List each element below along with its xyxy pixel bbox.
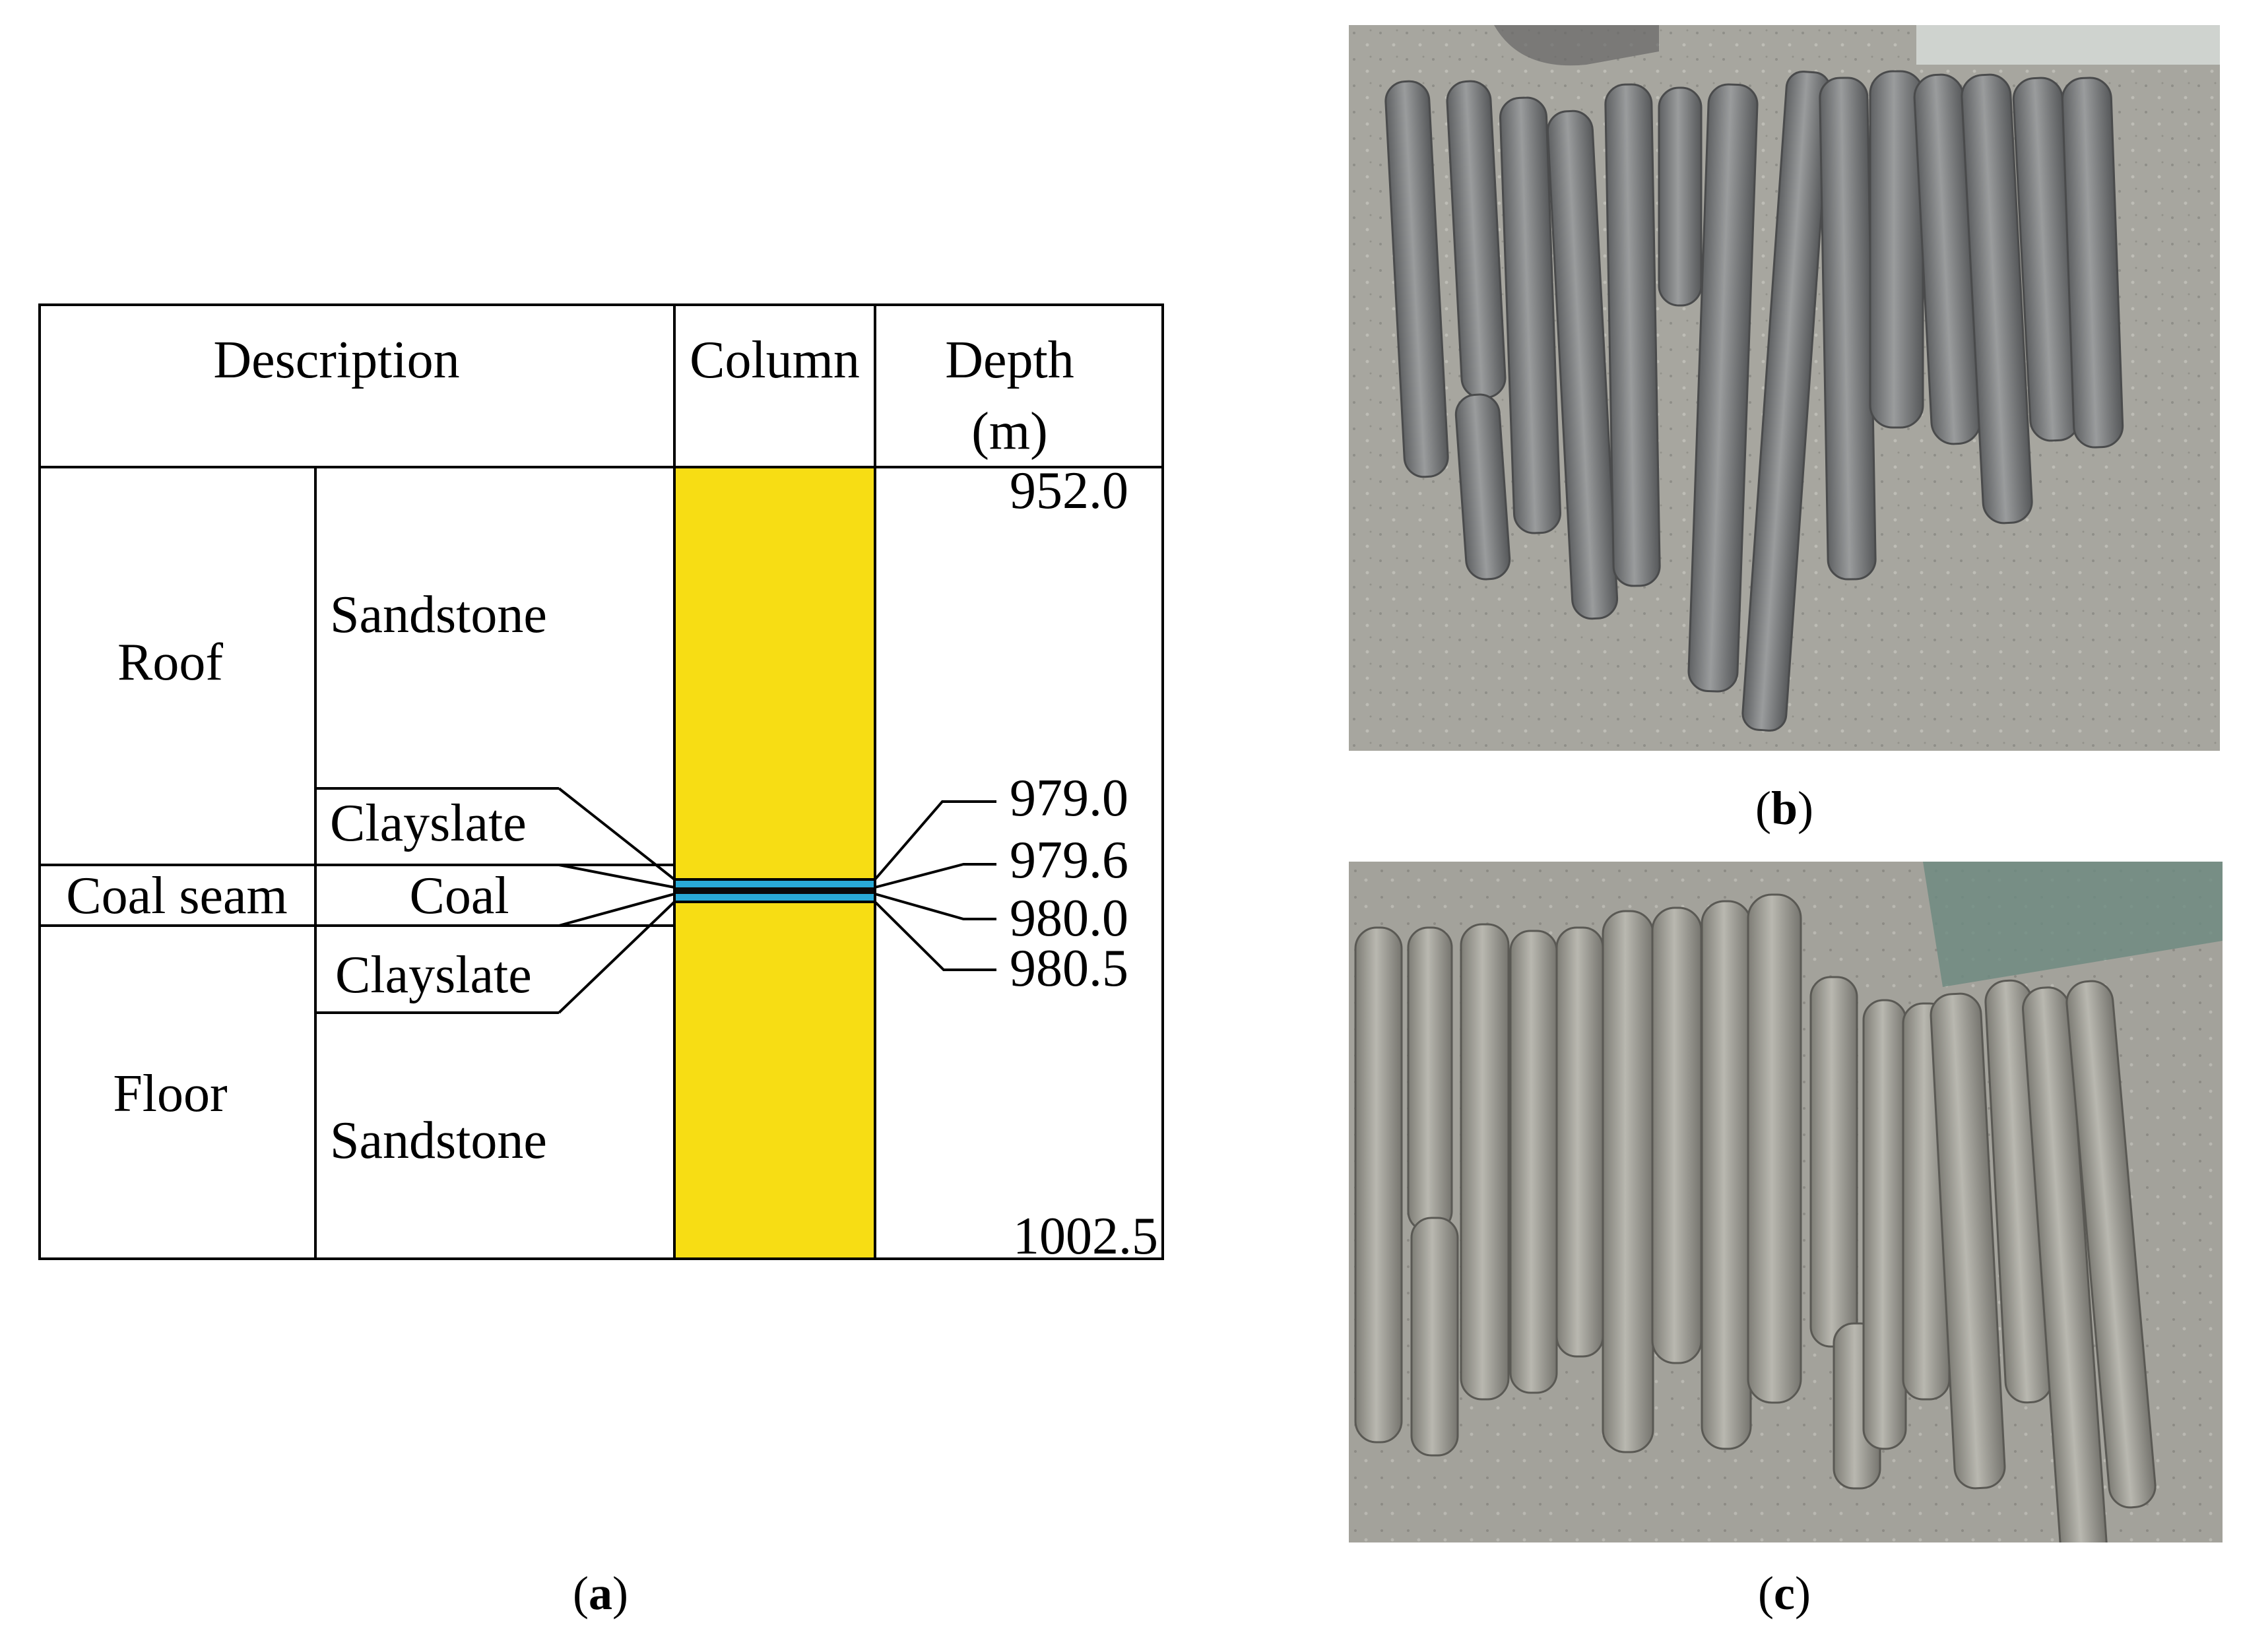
layer-roof-sandstone: Sandstone [330,586,547,644]
column-coal-layer [674,887,875,894]
header-depth: Depth [945,331,1074,389]
header-depth-unit: (m) [971,402,1048,461]
right-leader-lines [874,800,996,971]
depth-979-6: 979.6 [1010,831,1128,889]
layer-roof-clayslate: Clayslate [330,794,527,852]
caption-b: (b) [1755,782,1813,835]
table-grid [38,303,1164,1260]
layer-floor-clayslate: Clayslate [335,946,532,1004]
header-description: Description [213,331,459,389]
group-coal-seam: Coal seam [66,867,287,925]
column-clayslate-upper [674,879,875,887]
core-samples-photo-b [1349,25,2220,751]
group-roof: Roof [117,633,223,691]
depth-979-0: 979.0 [1010,769,1128,827]
column-clayslate-lower [674,894,875,902]
layer-floor-sandstone: Sandstone [330,1112,547,1170]
stratigraphic-column-figure: Description Column Depth (m) Roof Coal s… [38,303,1164,1265]
depth-top: 952.0 [1010,462,1128,520]
caption-c: (c) [1758,1567,1811,1620]
layer-coal: Coal [409,867,509,925]
group-floor: Floor [113,1065,227,1123]
left-leader-lines [558,787,676,1014]
depth-980-5: 980.5 [1010,939,1128,998]
caption-a: (a) [573,1567,628,1620]
column-sandstone-fill [674,467,875,1259]
core-samples-photo-c [1349,862,2223,1542]
depth-980-0: 980.0 [1010,889,1128,947]
depth-bottom: 1002.5 [1013,1207,1158,1265]
header-column: Column [690,331,860,389]
